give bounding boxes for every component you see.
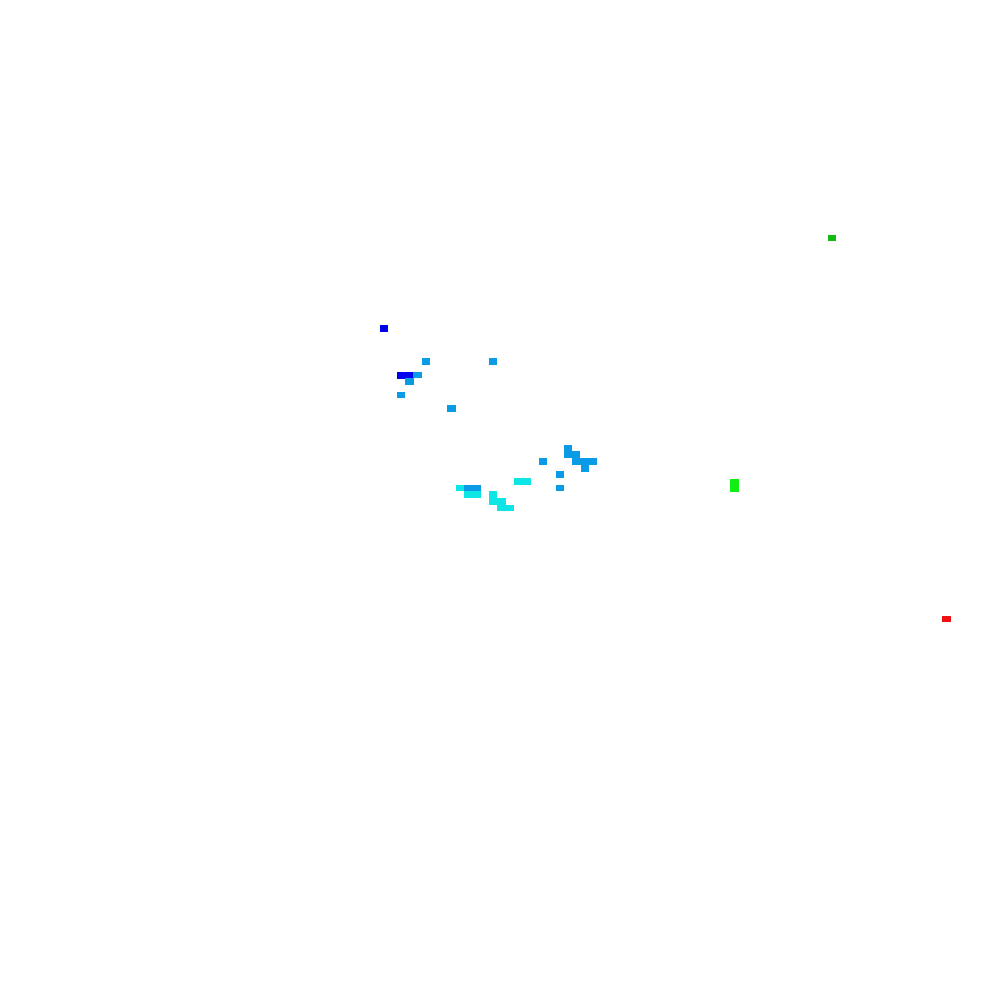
pixel-cell-cyan xyxy=(514,478,531,485)
pixel-cell-blue xyxy=(397,372,414,379)
pixel-cell-blue xyxy=(380,325,388,332)
pixel-cell-sky xyxy=(564,445,572,452)
pixel-cell-sky xyxy=(464,485,481,491)
pixel-cell-sky xyxy=(556,485,564,491)
pixel-cell-sky xyxy=(422,358,430,365)
pixel-cell-sky xyxy=(572,458,597,465)
pixel-cell-sky xyxy=(413,372,422,378)
pixel-cell-cyan xyxy=(497,505,514,511)
pixel-cell-sky xyxy=(489,358,497,365)
pixel-cell-sky xyxy=(447,405,456,412)
pixel-cell-sky xyxy=(405,378,414,385)
pixel-cell-green-bright xyxy=(730,486,739,492)
pixel-cell-red xyxy=(942,616,951,622)
pixel-cell-sky xyxy=(564,451,580,458)
pixel-cell-cyan xyxy=(489,491,497,498)
pixel-cell-sky xyxy=(539,458,547,465)
pixel-cell-sky xyxy=(397,392,405,398)
pixel-cell-sky xyxy=(581,465,589,472)
pixel-cell-cyan xyxy=(489,498,506,505)
pixel-cell-sky xyxy=(556,471,564,478)
pixel-cell-green-bright xyxy=(730,479,739,486)
pixel-cell-cyan xyxy=(456,485,465,491)
pixel-cell-green-dark xyxy=(828,235,836,241)
pixel-cell-cyan xyxy=(464,491,481,498)
